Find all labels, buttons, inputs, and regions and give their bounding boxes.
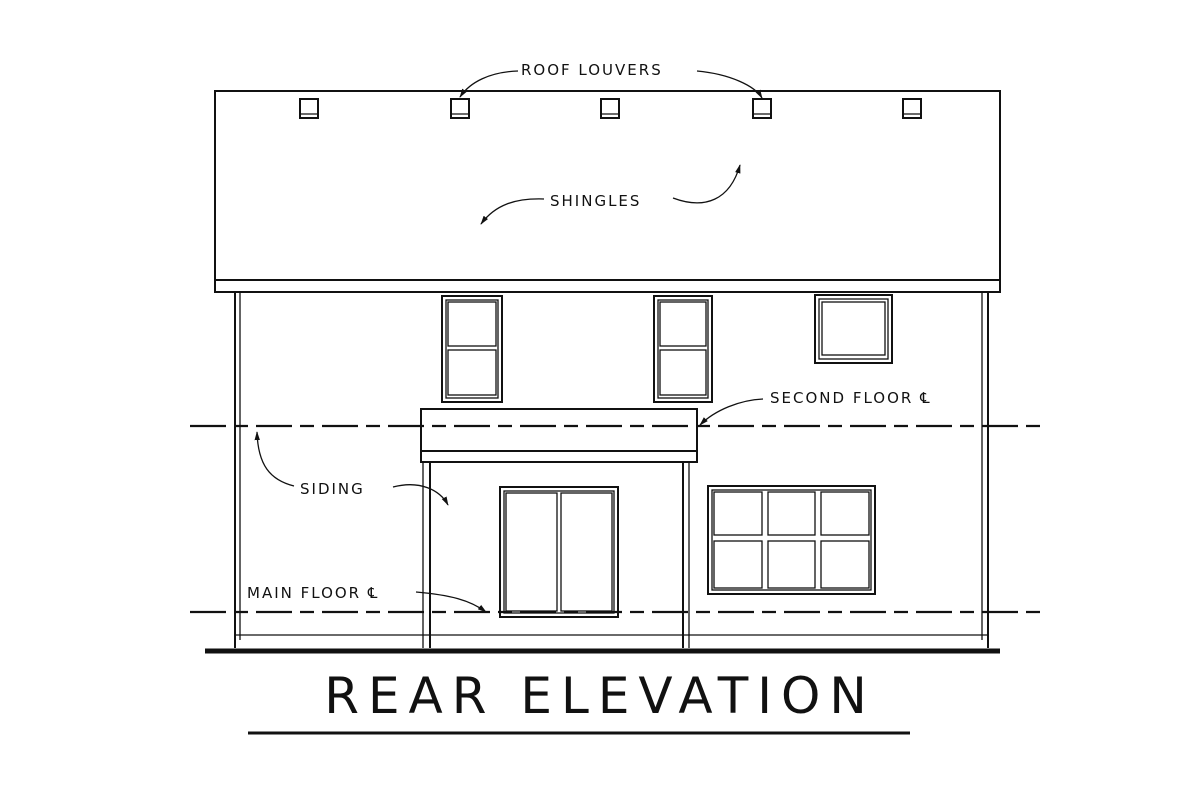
roof	[214, 90, 1001, 293]
louver	[600, 98, 620, 119]
window-upper-center	[653, 295, 713, 403]
louver	[450, 98, 470, 119]
label-siding: SIDING	[300, 480, 365, 498]
label-second-floor: SECOND FLOOR ℄	[770, 389, 932, 407]
window-upper-right	[814, 294, 893, 364]
louver	[902, 98, 922, 119]
label-main-floor: MAIN FLOOR ℄	[247, 584, 380, 602]
window-upper-left	[441, 295, 503, 403]
drawing-title: REAR ELEVATION	[324, 667, 876, 725]
porch-posts	[422, 462, 690, 648]
porch-roof	[420, 408, 698, 463]
louver	[299, 98, 319, 119]
walls	[234, 292, 989, 648]
window-main-floor	[707, 485, 876, 595]
label-shingles: SHINGLES	[550, 192, 641, 210]
louver	[752, 98, 772, 119]
patio-door	[499, 486, 619, 618]
label-roof-louvers: ROOF LOUVERS	[521, 61, 663, 79]
leader-arrows	[254, 70, 764, 613]
roof-louvers	[299, 98, 922, 119]
